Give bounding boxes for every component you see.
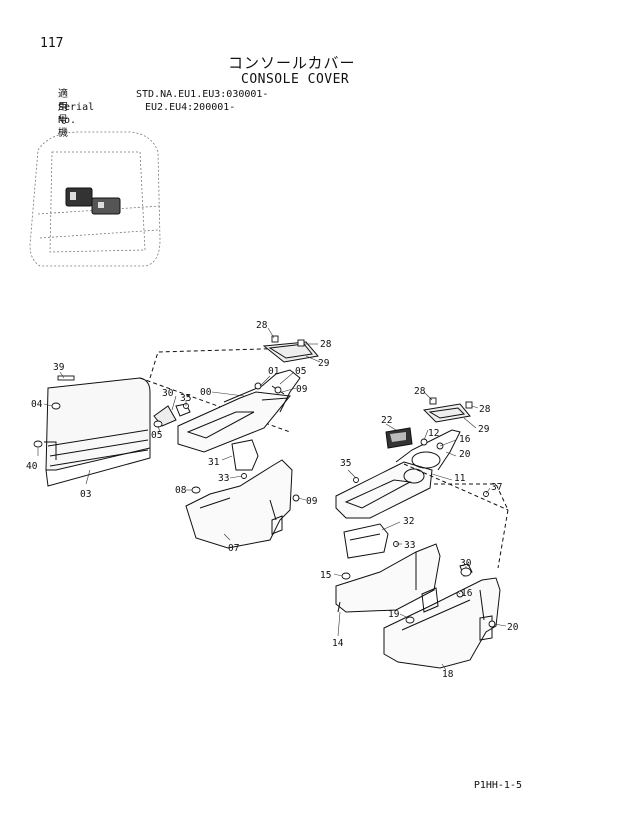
title-english: CONSOLE COVER xyxy=(241,72,350,87)
callout-label: 33 xyxy=(218,473,229,484)
callout-label: 19 xyxy=(388,609,400,620)
callout-label: 28 xyxy=(256,320,268,331)
callout-label: 16 xyxy=(461,588,473,599)
console-highlight-icon xyxy=(65,187,121,215)
callout-label: 04 xyxy=(31,399,43,410)
callout-label: 07 xyxy=(228,543,239,554)
callout-label: 29 xyxy=(318,358,330,369)
serial-range-2: EU2.EU4:200001- xyxy=(145,102,236,113)
footer-page-code: P1HH-1-5 xyxy=(473,780,522,791)
callout-label: 00 xyxy=(200,387,212,398)
callout-label: 05 xyxy=(295,366,306,377)
callout-label: 33 xyxy=(404,540,415,551)
left-fasteners xyxy=(33,335,305,502)
callout-label: 28 xyxy=(414,386,426,397)
callout-label: 28 xyxy=(320,339,332,350)
callout-label: 01 xyxy=(268,366,280,377)
callout-label: 40 xyxy=(26,461,38,472)
callout-label: 18 xyxy=(442,669,454,680)
callout-label: 22 xyxy=(381,415,392,426)
right-console-assembly xyxy=(335,403,509,669)
callout-label: 30 xyxy=(460,558,472,569)
callout-label: 08 xyxy=(175,485,187,496)
callout-label: 09 xyxy=(306,496,318,507)
callout-label: 30 xyxy=(162,388,174,399)
callout-label: 28 xyxy=(479,404,491,415)
callout-label: 37 xyxy=(491,482,502,493)
callout-label: 35 xyxy=(340,458,351,469)
serial-label-en: Serial No. xyxy=(58,102,95,126)
page-number: 117 xyxy=(40,36,64,51)
callout-label: 29 xyxy=(478,424,490,435)
callout-label: 12 xyxy=(428,428,439,439)
right-fasteners xyxy=(341,397,496,628)
callout-label: 05 xyxy=(151,430,162,441)
left-console-assembly xyxy=(44,341,319,549)
callout-label: 39 xyxy=(53,362,65,373)
callout-label: 03 xyxy=(80,489,91,500)
callout-label: 09 xyxy=(296,384,308,395)
callout-label: 20 xyxy=(507,622,519,633)
callout-label: 14 xyxy=(332,638,344,649)
callout-label: 15 xyxy=(320,570,331,581)
callout-label: 31 xyxy=(208,457,220,468)
callout-label: 20 xyxy=(459,449,471,460)
callout-label: 16 xyxy=(459,434,471,445)
serial-range-1: STD.NA.EU1.EU3:030001- xyxy=(136,89,269,100)
callout-label: 11 xyxy=(454,473,466,484)
callout-label: 32 xyxy=(403,516,414,527)
serial-label-jp: 適用号機 xyxy=(58,89,68,139)
title-japanese: コンソールカバー xyxy=(228,54,356,72)
right-callout-labels: 28 28 29 22 12 16 20 35 11 37 32 33 15 3… xyxy=(320,386,519,680)
left-leader-lines xyxy=(37,327,321,541)
callout-label: 35 xyxy=(180,393,191,404)
right-leader-lines xyxy=(333,391,507,671)
left-callout-labels: 28 28 29 39 30 35 00 01 05 09 04 05 40 0… xyxy=(26,320,332,554)
